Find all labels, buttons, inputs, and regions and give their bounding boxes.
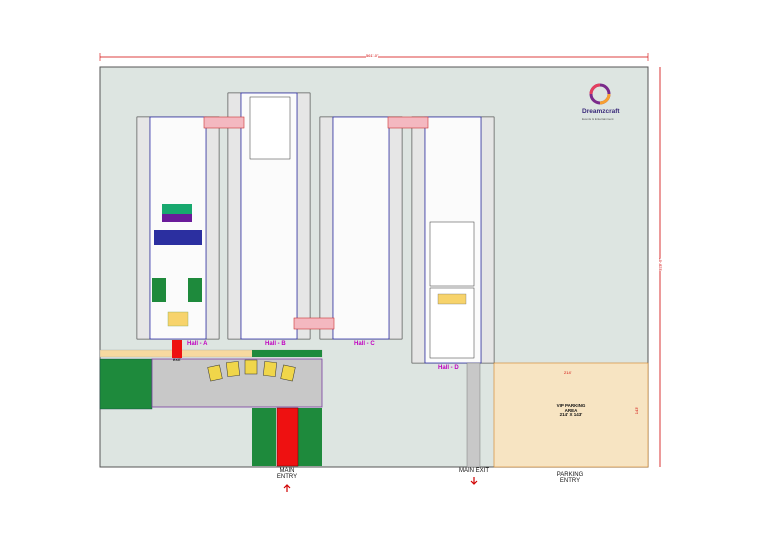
hall-b-label: Hall - B [265, 341, 286, 347]
hall-d [411, 116, 495, 364]
parking-entry-label: PARKING ENTRY [556, 472, 584, 485]
green-lawn-gate-right [298, 408, 322, 466]
main-entry-gate [276, 407, 299, 467]
exit-gate-hall-a [172, 340, 182, 358]
courtyard-stalls [207, 359, 296, 382]
vip-parking-label: VIP PARKING AREA 214' X 143' [556, 403, 586, 418]
logo-tagline: Events & Entertainment [582, 117, 614, 121]
dreamzcraft-logo-icon [589, 83, 611, 105]
green-lawn-top [252, 350, 322, 357]
main-exit-arrow [470, 477, 478, 485]
exit-path [466, 362, 481, 468]
green-lawn-left [99, 358, 153, 410]
right-height-dimension: 328'-0" [657, 258, 663, 271]
vip-width-dimension: 214' [564, 370, 572, 375]
vip-parking-area [493, 362, 649, 468]
main-exit-label: MAIN EXIT [458, 468, 489, 474]
corridor-b-c [293, 317, 335, 330]
hall-c-label: Hall - C [354, 341, 375, 347]
hall-a [136, 116, 220, 340]
main-entry-label: MAIN ENTRY [276, 468, 298, 481]
top-width-dimension: 561'-0" [366, 53, 379, 58]
main-entry-arrow [283, 484, 291, 492]
green-lawn-gate-left [252, 408, 276, 466]
corridor-a-b [203, 116, 245, 129]
vip-height-dimension: 143' [634, 406, 640, 415]
logo-name: Dreamzcraft [582, 108, 620, 115]
hall-b [227, 92, 311, 340]
hall-c [319, 116, 403, 340]
hall-a-label: Hall - A [187, 341, 208, 347]
exit-label-hall-a: EXIT [173, 358, 181, 362]
hall-d-label: Hall - D [438, 365, 459, 371]
corridor-c-d [387, 116, 429, 129]
